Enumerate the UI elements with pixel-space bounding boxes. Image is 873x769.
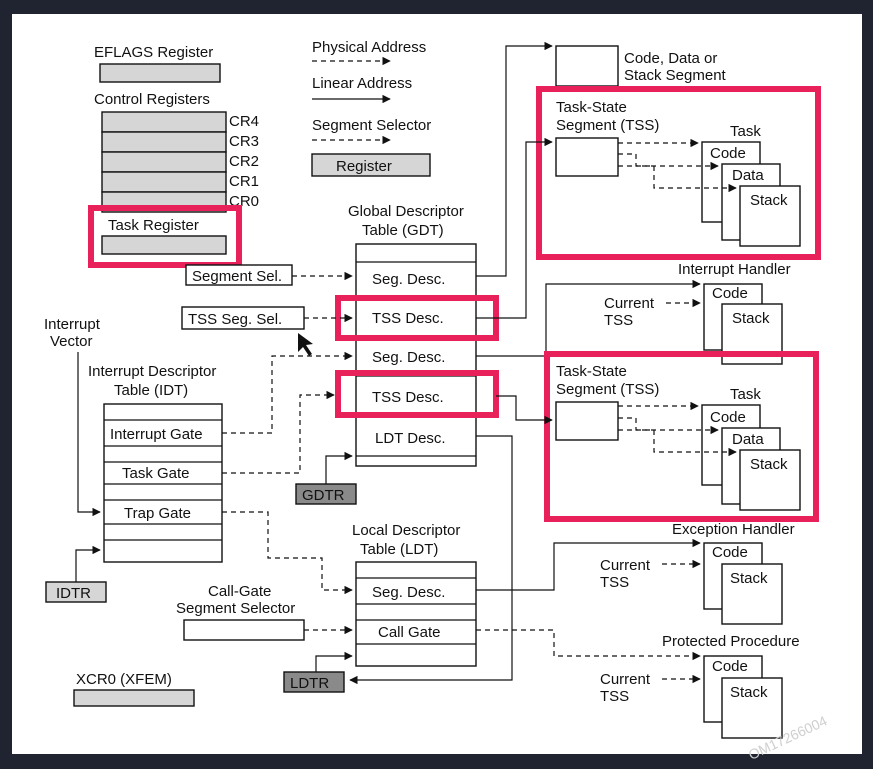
code-data-stack-segment: [555, 45, 619, 87]
tss2-stack-label: Stack: [750, 456, 788, 473]
tss2-box: [555, 401, 619, 441]
ldt-title-line2: Table (LDT): [360, 541, 438, 558]
eflags-label: EFLAGS Register: [94, 44, 213, 61]
interrupt-vector-line2: Vector: [50, 333, 93, 350]
exception-handler-current: Current: [600, 557, 651, 574]
cr2-label: CR2: [229, 153, 259, 170]
legend-physical-address: Physical Address: [312, 39, 426, 56]
exception-handler-code-label: Code: [712, 544, 748, 561]
protected-procedure-stack-label: Stack: [730, 684, 768, 701]
ldt-row-seg-desc: Seg. Desc.: [372, 584, 445, 601]
call-gate-selector-line2: Segment Selector: [176, 600, 295, 617]
exception-handler-label: Exception Handler: [672, 521, 795, 538]
tss2-stack-segment: [739, 449, 801, 511]
legend-segment-selector: Segment Selector: [312, 117, 431, 134]
gdt-row-tss-desc-2: TSS Desc.: [372, 389, 444, 406]
tss1-stack-segment: [739, 185, 801, 247]
call-gate-selector-line1: Call-Gate: [208, 583, 271, 600]
legend-register-label: Register: [336, 158, 392, 175]
code-data-stack-line2: Stack Segment: [624, 67, 727, 84]
tss1-title-line2: Segment (TSS): [556, 117, 659, 134]
tss-highlight-2: [544, 351, 819, 522]
interrupt-vector-line1: Interrupt: [44, 316, 101, 333]
code-data-stack-line1: Code, Data or: [624, 50, 717, 67]
exception-handler-stack: [721, 563, 783, 625]
tss1-code-label: Code: [710, 145, 746, 162]
tss2-data-label: Data: [732, 431, 764, 448]
cr3-label: CR3: [229, 133, 259, 150]
protected-procedure-stack: [721, 677, 783, 739]
protected-procedure-code-label: Code: [712, 658, 748, 675]
gdt-row-seg-desc-1: Seg. Desc.: [372, 271, 445, 288]
interrupt-handler-tss: TSS: [604, 312, 633, 329]
ldtr-register: [283, 671, 345, 693]
idt-row-interrupt-gate: Interrupt Gate: [110, 426, 203, 443]
task-register: [101, 235, 227, 255]
tss2-title-line1: Task-State: [556, 363, 627, 380]
idtr-label: IDTR: [56, 585, 91, 602]
gdt-table: [355, 243, 477, 467]
ldt-row-call-gate: Call Gate: [378, 624, 441, 641]
ldt-title-line1: Local Descriptor: [352, 522, 460, 539]
tss-seg-selector-label: TSS Seg. Sel.: [188, 311, 282, 328]
interrupt-handler-code-label: Code: [712, 285, 748, 302]
control-registers: [101, 111, 227, 213]
cr1-label: CR1: [229, 173, 259, 190]
tss1-title-line1: Task-State: [556, 99, 627, 116]
segment-selector-label: Segment Sel.: [192, 268, 282, 285]
idt-row-trap-gate: Trap Gate: [124, 505, 191, 522]
protected-procedure-tss: TSS: [600, 688, 629, 705]
legend-register-box: [311, 153, 431, 177]
tss2-title-line2: Segment (TSS): [556, 381, 659, 398]
gdt-title-line1: Global Descriptor: [348, 203, 464, 220]
xcr0-register: [73, 689, 195, 707]
ldtr-label: LDTR: [290, 675, 329, 692]
tss-highlight-1: [536, 86, 821, 260]
call-gate-selector-box: [183, 619, 305, 641]
protected-procedure-label: Protected Procedure: [662, 633, 800, 650]
tss-desc-highlight-2: [335, 370, 499, 418]
exception-handler-tss: TSS: [600, 574, 629, 591]
gdt-row-ldt-desc: LDT Desc.: [375, 430, 446, 447]
interrupt-handler-label: Interrupt Handler: [678, 261, 791, 278]
tss1-data-label: Data: [732, 167, 764, 184]
tss1-box: [555, 137, 619, 177]
task-register-highlight: [88, 205, 242, 268]
tss2-code-label: Code: [710, 409, 746, 426]
idt-title-line1: Interrupt Descriptor: [88, 363, 216, 380]
cr4-label: CR4: [229, 113, 259, 130]
mouse-cursor-icon: [298, 333, 313, 356]
ldt-table: [355, 561, 477, 667]
gdt-row-tss-desc-1: TSS Desc.: [372, 310, 444, 327]
gdtr-label: GDTR: [302, 487, 345, 504]
legend-linear-address: Linear Address: [312, 75, 412, 92]
exception-handler-stack-label: Stack: [730, 570, 768, 587]
idt-title-line2: Table (IDT): [114, 382, 188, 399]
tss2-task-label: Task: [730, 386, 761, 403]
segment-selector-box: [185, 264, 293, 286]
interrupt-handler-current: Current: [604, 295, 655, 312]
protected-procedure-current: Current: [600, 671, 651, 688]
interrupt-handler-stack-label: Stack: [732, 310, 770, 327]
idt-table: [103, 403, 223, 563]
gdt-row-seg-desc-2: Seg. Desc.: [372, 349, 445, 366]
gdt-title-line2: Table (GDT): [362, 222, 444, 239]
control-registers-label: Control Registers: [94, 91, 210, 108]
xcr0-label: XCR0 (XFEM): [76, 671, 172, 688]
tss1-task-label: Task: [730, 123, 761, 140]
tss1-stack-label: Stack: [750, 192, 788, 209]
eflags-register: [99, 63, 221, 83]
task-register-label: Task Register: [108, 217, 199, 234]
idt-row-task-gate: Task Gate: [122, 465, 190, 482]
